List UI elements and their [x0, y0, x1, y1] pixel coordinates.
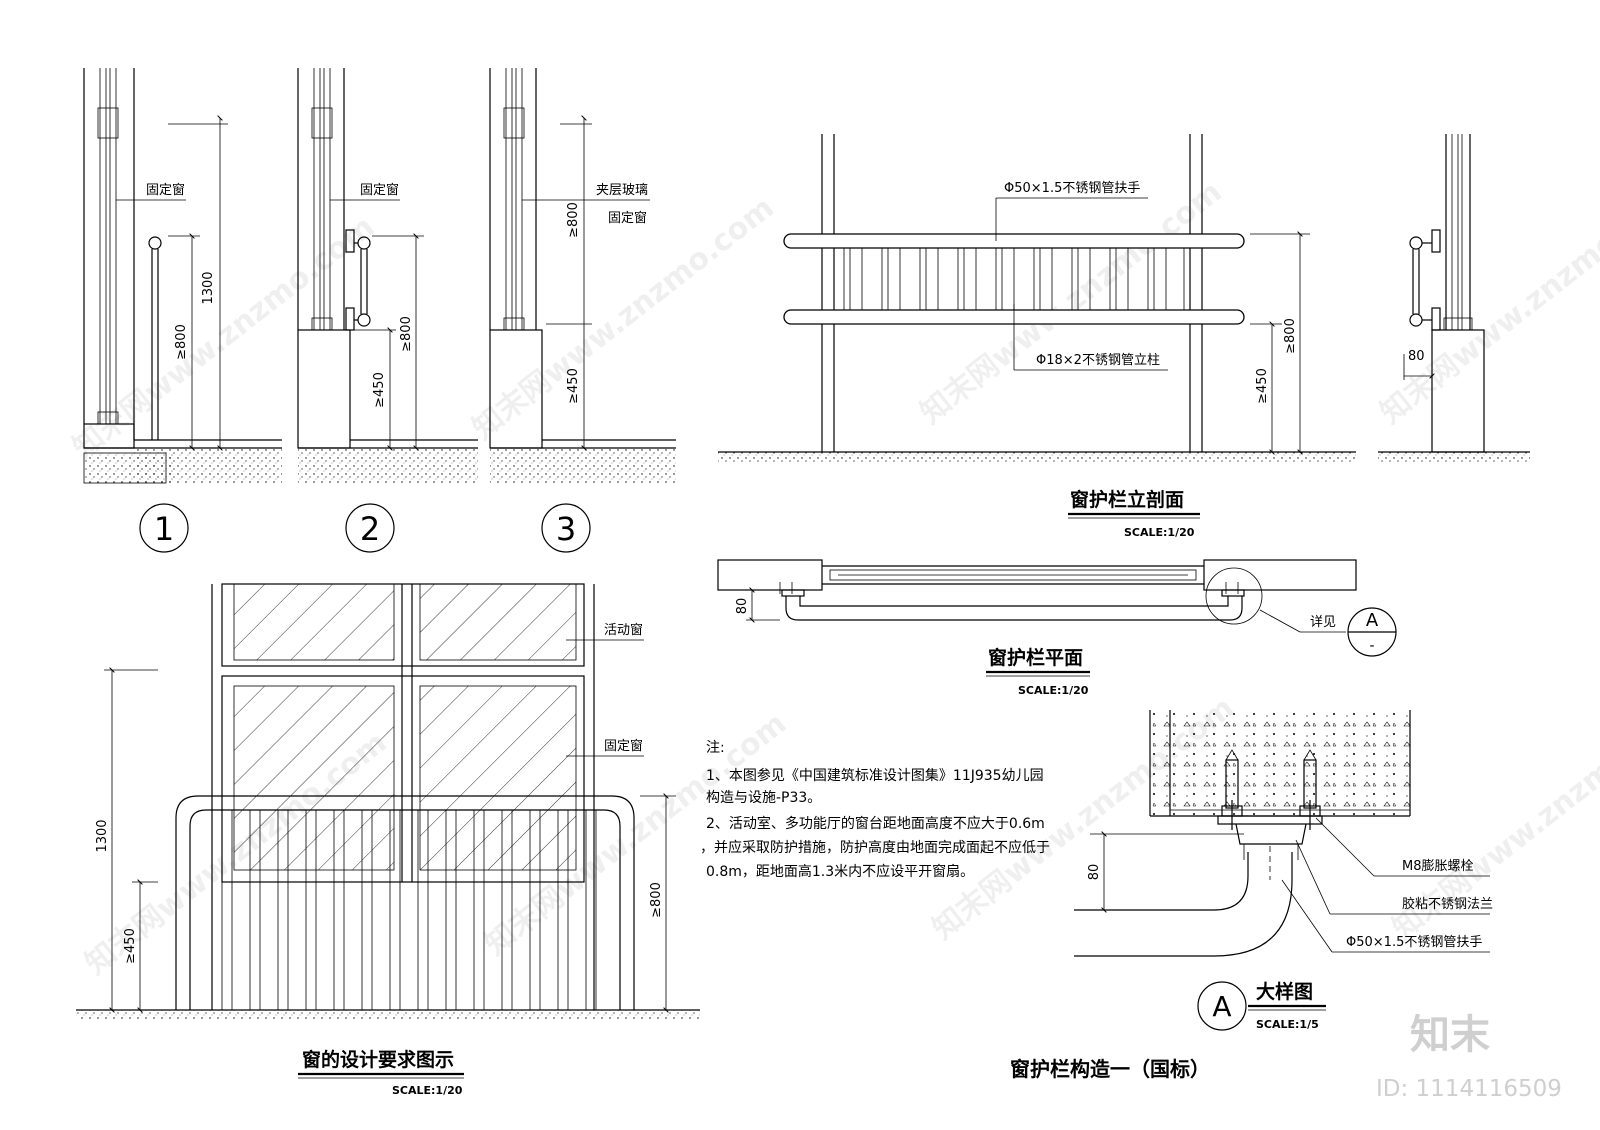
dim-80: 80: [1408, 349, 1425, 364]
detail-number-circle: [345, 503, 395, 553]
dim-80: 80: [1087, 864, 1102, 881]
plan-scale: SCALE:1/20: [1018, 684, 1089, 697]
railing-side-section: 80: [1378, 134, 1530, 462]
detail-a: 80 M8膨胀螺栓 胶粘不锈钢法兰 Φ50×1.5不锈钢管扶手 A 大样图 SC…: [1074, 710, 1493, 1031]
plan-title: 窗护栏平面: [988, 646, 1083, 669]
notes-heading: 注:: [706, 740, 725, 756]
label-fixed-window: 固定窗: [360, 182, 399, 198]
dim-800: ≥800: [399, 316, 414, 352]
ref-text: 详见: [1310, 615, 1336, 630]
label-fixed-window: 固定窗: [608, 210, 647, 226]
note-line: ，并应采取防护措施，防护高度由地面完成面起不应低于: [700, 839, 1050, 856]
dim-800: ≥800: [1283, 318, 1298, 354]
detail-a-circle: [1197, 981, 1247, 1031]
watermark: 知末网www.znzmo.com: [1374, 174, 1600, 431]
detail-number: 2: [360, 510, 380, 548]
design-title: 窗的设计要求图示: [302, 1048, 454, 1071]
label-handrail: Φ50×1.5不锈钢管扶手: [1346, 935, 1482, 950]
note-line: 构造与设施-P33。: [706, 790, 821, 806]
label-bolt: M8膨胀螺栓: [1402, 859, 1474, 874]
brand-logo: 知末: [1410, 1012, 1490, 1058]
dim-450: ≥450: [1255, 368, 1270, 404]
ref-letter: A: [1366, 610, 1379, 631]
label-fixed-window: 固定窗: [146, 182, 185, 198]
elevation-scale: SCALE:1/20: [1124, 526, 1195, 539]
dim-1300: 1300: [95, 819, 110, 852]
detail-number: 3: [556, 510, 576, 548]
design-scale: SCALE:1/20: [392, 1084, 463, 1097]
watermark: 知末网www.znzmo.com: [466, 190, 781, 447]
elevation-title: 窗护栏立剖面: [1070, 488, 1184, 511]
ref-sheet: -: [1369, 638, 1374, 654]
detail-a-scale: SCALE:1/5: [1256, 1018, 1319, 1031]
dim-800: ≥800: [649, 882, 664, 918]
label-laminated-glass: 夹层玻璃: [596, 183, 648, 198]
detail-a-letter: A: [1212, 990, 1231, 1023]
detail-number: 1: [154, 510, 174, 548]
section-detail-1: 1300 ≥800 固定窗 1: [83, 68, 282, 553]
dim-800: ≥800: [174, 324, 189, 360]
railing-bars: [221, 810, 597, 1010]
label-operable-window: 活动窗: [604, 622, 643, 638]
dim-80: 80: [735, 598, 750, 615]
watermark: 知末网www.znzmo.com: [67, 209, 382, 466]
dim-450: ≥450: [123, 928, 138, 964]
sheet-title: 窗护栏构造一（国标）: [1010, 1057, 1210, 1081]
dim-450: ≥450: [566, 368, 581, 404]
section-detail-2: ≥800 ≥450 固定窗 2: [297, 68, 478, 553]
dim-800: ≥800: [566, 202, 581, 238]
dim-1300: 1300: [201, 271, 216, 304]
image-id: ID: 1114116509: [1376, 1076, 1562, 1102]
window-design-elevation: 活动窗 固定窗 1300 ≥450 ≥800 窗的设计要求图示 SCALE:1/…: [76, 583, 700, 1097]
label-flange: 胶粘不锈钢法兰: [1402, 896, 1493, 912]
label-handrail: Φ50×1.5不锈钢管扶手: [1004, 181, 1140, 196]
railing-posts: [843, 248, 1185, 310]
detail-a-title: 大样图: [1256, 980, 1313, 1003]
detail-number-circle: [541, 503, 591, 553]
railing-plan: 80 详见 A - 窗护栏平面 SCALE:1/20: [717, 559, 1397, 697]
dim-450: ≥450: [372, 372, 387, 408]
note-line: 0.8m，距地面高1.3米内不应设平开窗扇。: [706, 863, 974, 880]
notes: 注: 1、本图参见《中国建筑标准设计图集》11J935幼儿园 构造与设施-P33…: [700, 740, 1050, 880]
railing-elevation: Φ50×1.5不锈钢管扶手 Φ18×2不锈钢管立柱 ≥800 ≥450 窗护栏立…: [718, 134, 1356, 539]
note-line: 1、本图参见《中国建筑标准设计图集》11J935幼儿园: [706, 767, 1044, 784]
note-line: 2、活动室、多功能厅的窗台距地面高度不应大于0.6m: [706, 815, 1045, 832]
detail-number-circle: [139, 503, 189, 553]
section-detail-3: ≥800 ≥450 夹层玻璃 固定窗 3: [489, 68, 676, 553]
watermark: 知末网www.znzmo.com: [914, 174, 1229, 431]
label-post: Φ18×2不锈钢管立柱: [1036, 353, 1160, 368]
label-fixed-window: 固定窗: [604, 738, 643, 754]
